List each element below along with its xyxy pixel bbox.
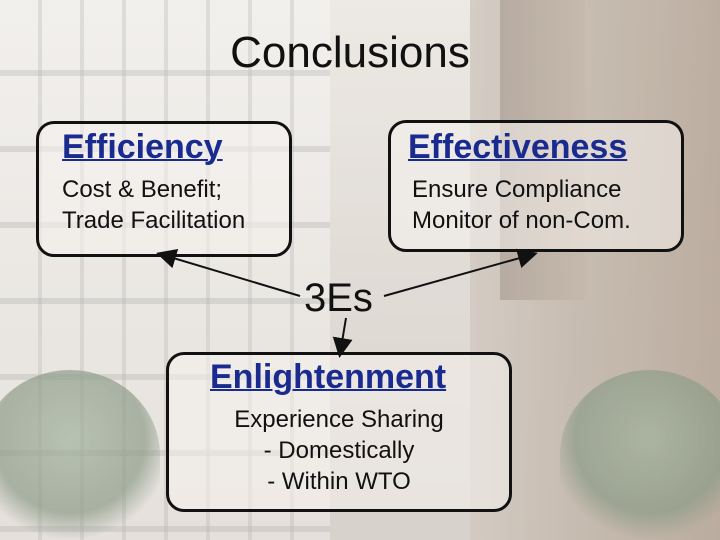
- shrub-right: [560, 370, 720, 540]
- slide-title: Conclusions: [230, 28, 470, 77]
- effectiveness-text: Ensure Compliance Monitor of non-Com.: [412, 176, 631, 234]
- enlightenment-text: Experience Sharing - Domestically - With…: [234, 406, 444, 495]
- center-label: 3Es: [304, 276, 373, 320]
- shrub-left: [0, 370, 160, 540]
- effectiveness-heading: Effectiveness: [408, 128, 628, 166]
- arrow-to-efficiency: [156, 249, 301, 297]
- enlightenment-box: [166, 352, 512, 512]
- efficiency-text: Cost & Benefit; Trade Facilitation: [62, 176, 246, 234]
- effectiveness-box: [388, 120, 684, 252]
- efficiency-heading: Efficiency: [62, 128, 223, 166]
- efficiency-box: [36, 121, 292, 257]
- enlightenment-heading: Enlightenment: [210, 358, 447, 396]
- arrow-to-effectiveness: [383, 248, 538, 297]
- arrow-to-enlightenment: [332, 317, 353, 358]
